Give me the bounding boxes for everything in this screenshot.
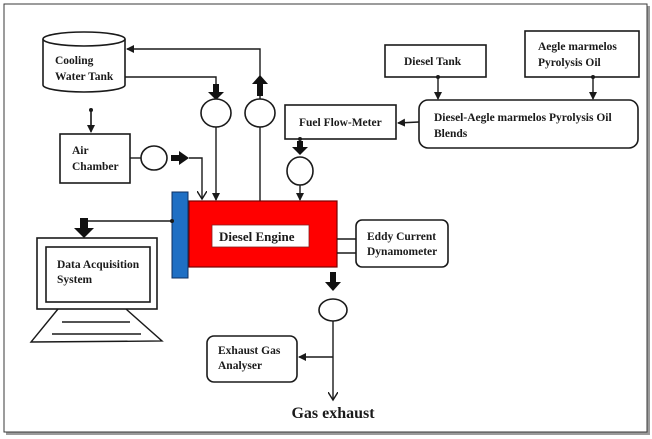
- keyboard-base: [29, 308, 164, 343]
- coolant-supply-line: [125, 76, 217, 85]
- analyser-label-1: Exhaust Gas: [218, 345, 281, 357]
- cooling-tank-label-2: Water Tank: [55, 71, 114, 83]
- daq-label-1: Data Acquisition: [57, 259, 140, 271]
- exhaust-sensor: [318, 298, 348, 322]
- eddy-current-dynamometer: Eddy Current Dynamometer: [355, 219, 449, 268]
- coolant-inlet-sensor: [200, 98, 232, 128]
- fuel-flow-arrow: [292, 141, 308, 155]
- daq-label-2: System: [57, 274, 93, 286]
- dynamometer-label-1: Eddy Current: [367, 231, 436, 243]
- dynamometer-label-2: Dynamometer: [367, 246, 437, 258]
- gas-exhaust-label: Gas exhaust: [291, 405, 375, 422]
- air-chamber-label-2: Chamber: [72, 161, 119, 173]
- air-chamber-label-1: Air: [72, 145, 89, 157]
- blends-label-1: Diesel-Aegle marmelos Pyrolysis Oil: [434, 112, 612, 124]
- diesel-tank: Diesel Tank: [384, 44, 487, 78]
- engine-dynamometer-shaft: [337, 238, 356, 254]
- aegle-oil-label-1: Aegle marmelos: [538, 41, 617, 53]
- diesel-tank-label: Diesel Tank: [404, 56, 462, 68]
- air-flow-sensor: [140, 145, 168, 171]
- monitor-screen: [45, 246, 151, 303]
- diesel-line-dot: [436, 75, 440, 79]
- diesel-aegle-blends: Diesel-Aegle marmelos Pyrolysis Oil Blen…: [418, 99, 639, 149]
- cooling-water-tank: Cooling Water Tank: [42, 31, 126, 93]
- fuel-flow-sensor: [286, 156, 314, 186]
- fuel-flow-meter: Fuel Flow-Meter: [284, 104, 397, 140]
- exhaust-gas-analyser: Exhaust Gas Analyser: [206, 335, 298, 383]
- daq-signal-arrow: [74, 218, 94, 238]
- daq-line-dot: [170, 219, 174, 223]
- sensor-plate: [171, 191, 189, 279]
- exhaust-flow-arrow: [325, 272, 341, 291]
- blends-label-2: Blends: [434, 128, 468, 140]
- air-intake-line: [189, 157, 202, 199]
- aegle-marmelos-pyrolysis-oil: Aegle marmelos Pyrolysis Oil: [524, 30, 640, 78]
- air-flow-arrow: [171, 151, 189, 165]
- coolant-return-flow-arrow: [252, 75, 268, 96]
- analyser-label-2: Analyser: [218, 360, 262, 372]
- coolant-supply-flow-arrow: [208, 84, 224, 100]
- aegle-oil-label-2: Pyrolysis Oil: [538, 57, 601, 69]
- aegle-line-dot: [591, 75, 595, 79]
- data-acquisition-system: Data Acquisition System: [29, 237, 164, 343]
- diesel-engine-label-box: [211, 224, 310, 248]
- fuel-line-dot: [298, 137, 302, 141]
- diesel-engine-label: Diesel Engine: [219, 229, 295, 244]
- air-chamber: Air Chamber: [59, 133, 131, 184]
- blends-to-flowmeter-line: [397, 118, 420, 127]
- coolant-outlet-sensor: [244, 98, 276, 128]
- cooling-tank-label-1: Cooling: [55, 55, 94, 67]
- fuel-flow-meter-label: Fuel Flow-Meter: [299, 117, 382, 129]
